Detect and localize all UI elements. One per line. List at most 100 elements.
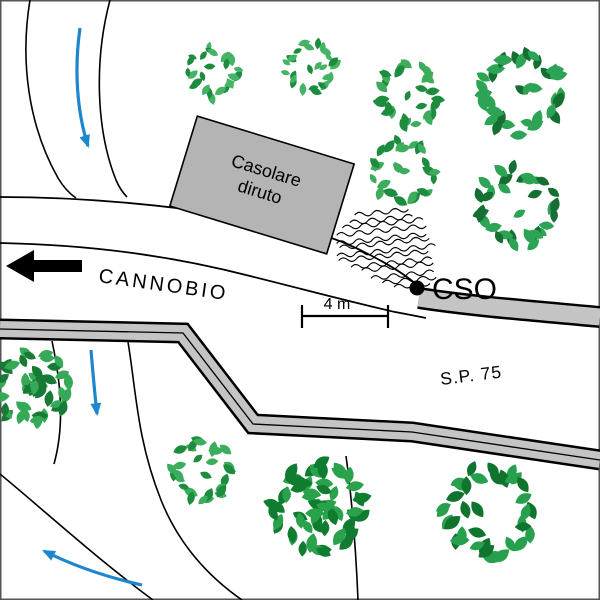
leaf — [38, 349, 54, 359]
leaf — [407, 193, 417, 204]
leaf — [214, 86, 227, 95]
provincial-road — [0, 318, 600, 471]
leaf — [476, 72, 490, 82]
leaf — [314, 37, 322, 50]
paved-band — [417, 287, 600, 328]
leaf — [484, 115, 499, 126]
leaf — [497, 183, 511, 194]
scree-wave-line — [361, 261, 434, 272]
leaf — [369, 173, 377, 184]
leaf — [325, 53, 332, 61]
leaf — [233, 66, 244, 73]
leaf — [430, 172, 437, 185]
leaf — [394, 64, 405, 78]
leaf — [293, 48, 302, 54]
leaf — [535, 176, 550, 186]
leaf — [346, 507, 364, 517]
stream-bank — [127, 341, 243, 600]
leaf — [546, 103, 556, 119]
leaf — [393, 161, 401, 173]
leaf — [467, 461, 477, 477]
scree-wave-line — [339, 236, 430, 250]
scree-wave-line — [338, 249, 429, 262]
leaf — [376, 144, 385, 157]
road-centerline — [0, 328, 600, 461]
scree-wave-line — [336, 224, 427, 237]
leaf — [449, 535, 470, 546]
leaf — [345, 481, 364, 492]
stream-bank — [25, 0, 77, 199]
leaf — [523, 228, 536, 244]
leaf — [415, 85, 428, 92]
ruined-building: Casolare diruto — [168, 115, 356, 255]
leaf — [400, 59, 412, 69]
tree — [263, 456, 372, 557]
leaf — [550, 197, 560, 214]
flow-arrow-icon — [89, 349, 102, 417]
flow-arrow-icon — [42, 549, 143, 587]
leaf — [307, 64, 313, 75]
leaf — [460, 500, 471, 519]
leaf — [319, 64, 328, 70]
leaf — [296, 512, 305, 529]
leaf — [476, 79, 488, 94]
leaf — [382, 188, 399, 198]
leaf — [493, 54, 513, 66]
leaf — [478, 544, 495, 558]
leaf — [517, 477, 529, 493]
leaf — [504, 473, 520, 484]
leaf — [483, 93, 496, 110]
leaf — [470, 473, 489, 484]
leaf — [328, 57, 339, 67]
leaf — [485, 106, 505, 118]
leaf — [308, 85, 319, 91]
leaf — [374, 95, 390, 104]
leaf — [514, 522, 532, 531]
leaf — [513, 209, 526, 218]
leaf — [314, 61, 322, 70]
leaf — [320, 47, 332, 56]
leaf — [312, 519, 323, 533]
tree — [280, 37, 341, 96]
leaf — [63, 373, 73, 391]
leaf — [527, 51, 540, 61]
leaf — [188, 82, 200, 89]
leaf — [317, 460, 328, 480]
leaf — [58, 400, 68, 417]
leaf — [520, 118, 535, 127]
leaf — [207, 49, 219, 56]
leaf — [287, 526, 297, 544]
leaf — [19, 354, 28, 368]
leaf — [509, 130, 528, 140]
leaf — [4, 360, 21, 370]
leaf — [203, 63, 216, 70]
leaf — [376, 179, 391, 189]
leaf — [376, 81, 388, 93]
leaf — [552, 92, 564, 109]
cave-label: CSO — [432, 273, 497, 306]
tree — [435, 461, 537, 564]
leaf — [316, 502, 332, 512]
leaf — [188, 70, 198, 79]
leaf — [227, 52, 236, 67]
direction-arrow-west — [6, 250, 82, 282]
leaf — [468, 527, 487, 538]
leaf — [200, 51, 207, 60]
leaf — [515, 493, 532, 504]
leaf — [16, 401, 28, 412]
scree-wave-line — [354, 208, 409, 217]
leaf — [437, 503, 450, 517]
leaf — [290, 74, 297, 84]
leaf — [384, 140, 395, 153]
town-label: CANNOBIO — [97, 265, 229, 305]
leaf — [410, 121, 422, 128]
paved-band-surface — [417, 289, 600, 326]
road-name-label: S.P. 75 — [439, 362, 503, 389]
leaf — [424, 74, 435, 84]
scree-wave-line — [336, 243, 436, 258]
leaf — [549, 70, 568, 81]
leaf — [322, 73, 333, 81]
leaf — [415, 102, 428, 110]
leaf — [333, 528, 346, 546]
